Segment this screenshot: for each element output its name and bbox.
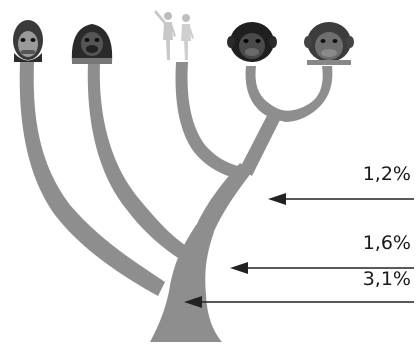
orangutan-icon [13, 20, 43, 62]
branch-chimp [245, 66, 294, 122]
branch-bonobo [284, 66, 333, 122]
branch-gorilla [87, 62, 185, 258]
arrow-1-2 [268, 193, 414, 205]
divergence-label-2: 1,6% [362, 232, 411, 254]
branch-pan-stem [240, 110, 282, 176]
divergence-label-3: 3,1% [362, 268, 411, 290]
human-couple-icon [154, 10, 194, 60]
divergence-label-1: 1,2% [362, 163, 411, 185]
arrow-3-1 [184, 296, 414, 308]
trunk [150, 225, 222, 342]
branch-human [175, 62, 246, 180]
branch-hominini [196, 163, 252, 236]
bonobo-icon [304, 22, 354, 65]
branch-orangutan [19, 62, 166, 296]
tree-branches [19, 62, 333, 342]
arrow-1-6 [230, 262, 414, 274]
gorilla-icon [71, 24, 113, 64]
divergence-arrows [184, 193, 414, 308]
chimpanzee-icon [227, 22, 277, 62]
